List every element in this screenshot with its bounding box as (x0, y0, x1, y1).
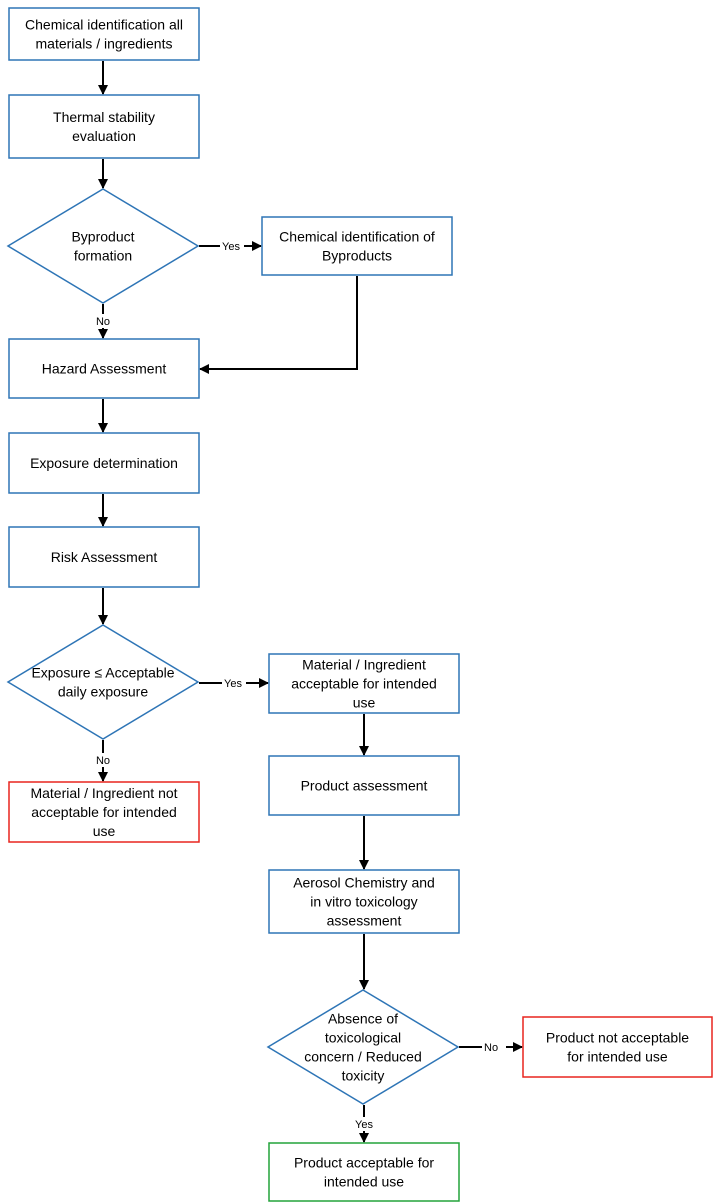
node-label-line: use (353, 695, 376, 711)
node-label-line: Hazard Assessment (42, 361, 167, 377)
node-label-line: Aerosol Chemistry and (293, 875, 435, 891)
process-box (8, 338, 200, 399)
node-label-line: materials / ingredients (36, 36, 173, 52)
node-label-line: intended use (324, 1174, 404, 1190)
arrow-byproducts-to-hazard (199, 276, 358, 374)
node-label-line: Absence of (328, 1011, 398, 1027)
process-box (8, 526, 200, 588)
node-label-line: for intended use (567, 1049, 668, 1065)
node-exposure-det: Exposure determination (8, 432, 200, 494)
edge-label-bg (352, 1117, 376, 1131)
process-box (268, 1142, 460, 1202)
node-label-line: acceptable for intended (31, 804, 177, 820)
decision-diamond (266, 989, 460, 1105)
edge-label-exposure-yes: Yes (224, 678, 242, 690)
node-product-assessment: Product assessment (268, 755, 460, 816)
edge-label-tox-no: No (484, 1042, 498, 1054)
edge-label-bg (220, 239, 244, 253)
node-hazard: Hazard Assessment (8, 338, 200, 399)
edge-label-byproduct-yes: Yes (222, 241, 240, 253)
process-box (8, 432, 200, 494)
edge-label-bg (91, 753, 115, 767)
node-thermal: Thermal stability evaluation (8, 94, 200, 159)
node-label-line: Chemical identification all (25, 17, 183, 33)
process-box (8, 7, 200, 61)
process-box (268, 869, 460, 934)
edge-label-exposure-no: No (96, 755, 110, 767)
node-label-line: Exposure determination (30, 455, 178, 471)
edge-label-bg (222, 676, 246, 690)
node-material-acceptable: Material / Ingredient acceptable for inte… (268, 653, 460, 714)
decision-diamond (6, 624, 200, 740)
node-label-line: in vitro toxicology (310, 894, 417, 910)
node-label-line: Byproduct (71, 229, 134, 245)
node-label-line: Product not acceptable (546, 1030, 689, 1046)
node-label-line: Product assessment (301, 778, 428, 794)
node-label-line: daily exposure (58, 684, 148, 700)
node-label-line: acceptable for intended (291, 676, 437, 692)
node-label-line: toxicity (342, 1068, 385, 1084)
node-chem-id-all: Chemical identification all materials / i… (8, 7, 200, 61)
node-label-line: Material / Ingredient not (30, 785, 177, 801)
node-label-line: use (93, 823, 116, 839)
node-aerosol: Aerosol Chemistry and in vitro toxicology… (268, 869, 460, 934)
node-label-line: formation (74, 248, 132, 264)
node-label-line: Material / Ingredient (302, 657, 426, 673)
node-label-line: Product acceptable for (294, 1155, 434, 1171)
node-label-line: Exposure ≤ Acceptable (31, 665, 174, 681)
node-label-line: toxicological (325, 1030, 401, 1046)
edge-label-tox-yes: Yes (355, 1119, 373, 1131)
node-label-line: Thermal stability (53, 109, 155, 125)
node-label-line: evaluation (72, 128, 136, 144)
node-material-not-acceptable: Material / Ingredient not acceptable for … (8, 781, 200, 843)
node-label-line: Byproducts (322, 248, 392, 264)
node-label-line: Risk Assessment (51, 549, 158, 565)
process-box (268, 653, 460, 714)
node-tox-decision: Absence of toxicological concern / Reduced… (266, 989, 460, 1105)
process-box (268, 755, 460, 816)
decision-diamond (6, 188, 200, 304)
process-box (522, 1016, 713, 1078)
process-box (8, 781, 200, 843)
node-risk: Risk Assessment (8, 526, 200, 588)
process-box (8, 94, 200, 159)
node-label-line: Chemical identification of (279, 229, 435, 245)
nodes-layer: Chemical identification all materials / i… (6, 7, 713, 1202)
node-product-not-acceptable: Product not acceptable for intended use (522, 1016, 713, 1078)
edge-label-byproduct-no: No (96, 316, 110, 328)
node-chem-id-byproducts: Chemical identification of Byproducts (261, 216, 453, 276)
node-product-acceptable: Product acceptable for intended use (268, 1142, 460, 1202)
node-label-line: concern / Reduced (304, 1049, 422, 1065)
process-box (261, 216, 453, 276)
edge-label-bg (482, 1040, 506, 1054)
node-exposure-decision: Exposure ≤ Acceptable daily exposure (6, 624, 200, 740)
node-label-line: assessment (327, 913, 402, 929)
edge-label-bg (91, 314, 115, 328)
node-byproduct-decision: Byproduct formation (6, 188, 200, 304)
